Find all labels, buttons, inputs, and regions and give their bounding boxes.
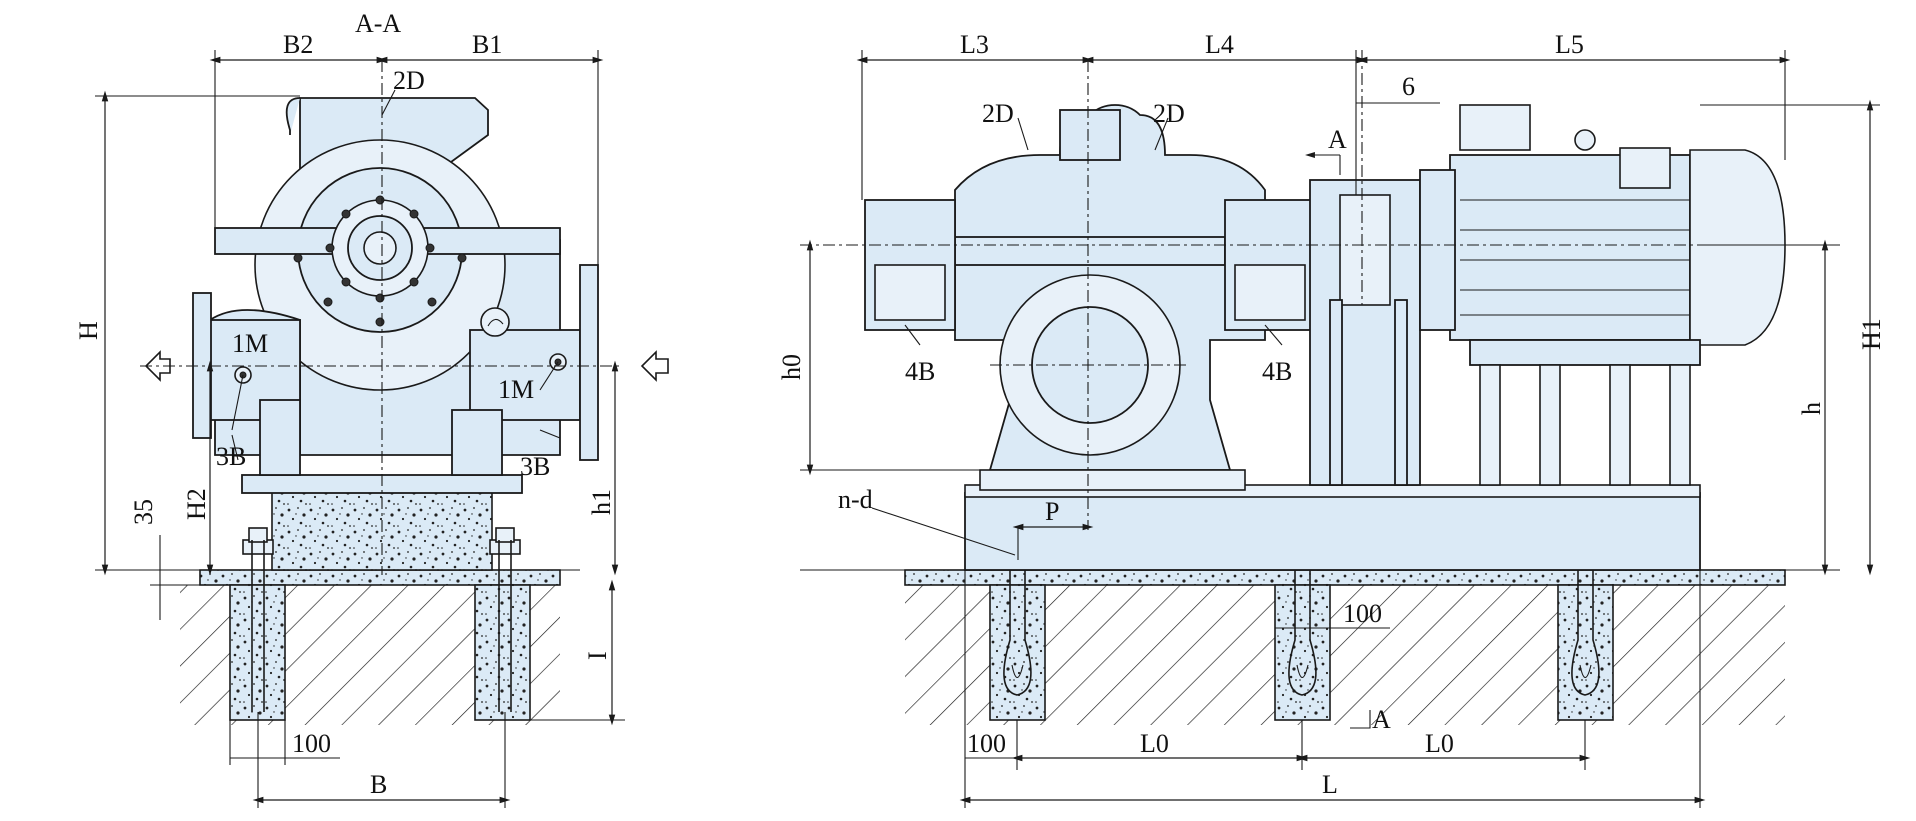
right-flange	[579, 264, 599, 461]
front-view: L3 L4 L5 6 2D 2D A H1 h h0 4B 4B n-d P 1…	[777, 30, 1886, 808]
label-h-right: h	[1797, 402, 1826, 415]
label-l: L	[1322, 770, 1338, 799]
outlet-arrow-left	[144, 350, 171, 382]
terminal-box	[1459, 104, 1531, 151]
label-100-edge: 100	[967, 729, 1006, 758]
label-h0: h0	[777, 354, 806, 380]
label-vent-right: 3B	[520, 452, 550, 481]
label-h2: H2	[182, 488, 211, 520]
label-top-drain: 2D	[393, 66, 425, 95]
label-h: H	[74, 321, 103, 340]
inlet-arrow-right	[640, 350, 669, 382]
pump-feet-front	[979, 469, 1246, 491]
label-bolt: n-d	[838, 485, 873, 514]
label-100-left: 100	[292, 729, 331, 758]
pump-casing-front	[864, 104, 1316, 491]
bolt-leader	[871, 507, 1016, 556]
pump-volute	[192, 97, 599, 476]
label-l0-right: L0	[1425, 729, 1454, 758]
label-drain-left: 2D	[982, 99, 1014, 128]
rotation-logo	[480, 307, 510, 337]
motor-stand	[1469, 339, 1701, 366]
label-h1-right: H1	[1857, 318, 1886, 350]
label-b: B	[370, 770, 387, 799]
label-b2: B2	[283, 30, 313, 59]
anchor-pit-1	[989, 584, 1046, 721]
label-100-pit: 100	[1343, 599, 1382, 628]
foot-left	[259, 399, 301, 476]
label-bearing-left: 4B	[905, 357, 935, 386]
anchor-bolt-left	[242, 527, 274, 712]
base-frame	[964, 492, 1701, 571]
split-flange-front	[954, 236, 1226, 266]
label-gauge-right: 1M	[498, 375, 534, 404]
label-gauge-left: 1M	[232, 329, 268, 358]
anchor-pit-right	[474, 584, 531, 721]
label-i: I	[583, 651, 612, 660]
side-view: A-A B2 B1 2D H 1M 1M 3B 3B H2 h1 35 I 10…	[74, 9, 669, 808]
label-b1: B1	[472, 30, 502, 59]
electric-motor	[1419, 104, 1786, 486]
label-section-a-top: A	[1328, 125, 1347, 154]
motor-flange	[1419, 169, 1456, 331]
soil-right	[905, 585, 1785, 725]
right-nozzle	[469, 329, 581, 421]
motor-nameplate	[1619, 147, 1671, 189]
grout-layer-left	[199, 569, 561, 586]
label-section-a-bottom: A	[1372, 705, 1391, 734]
anchor-pit-left	[229, 584, 286, 721]
anchor-pit-2	[1274, 584, 1331, 721]
anchor-pit-3	[1557, 584, 1614, 721]
foot-right	[451, 409, 503, 476]
grout-layer-right	[904, 569, 1786, 586]
coupling-post-left	[1329, 299, 1343, 486]
lifting-eye	[1574, 129, 1596, 151]
label-6: 6	[1402, 72, 1415, 101]
coupling-post-right	[1394, 299, 1408, 486]
label-l5: L5	[1555, 30, 1584, 59]
label-drain-right: 2D	[1153, 99, 1185, 128]
label-bearing-right: 4B	[1262, 357, 1292, 386]
coupling-assembly	[1309, 179, 1421, 486]
coupling	[1339, 194, 1391, 306]
section-label-aa: A-A	[355, 9, 401, 38]
label-vent-left: 3B	[216, 442, 246, 471]
label-l3: L3	[960, 30, 989, 59]
top-bonnet	[1059, 109, 1121, 161]
label-h1-left: h1	[587, 489, 616, 515]
label-35: 35	[129, 499, 158, 525]
label-l0-left: L0	[1140, 729, 1169, 758]
anchor-bolt-right	[489, 527, 521, 712]
motor-fan-cover	[1689, 149, 1786, 346]
label-l4: L4	[1205, 30, 1234, 59]
label-p: P	[1045, 497, 1059, 526]
